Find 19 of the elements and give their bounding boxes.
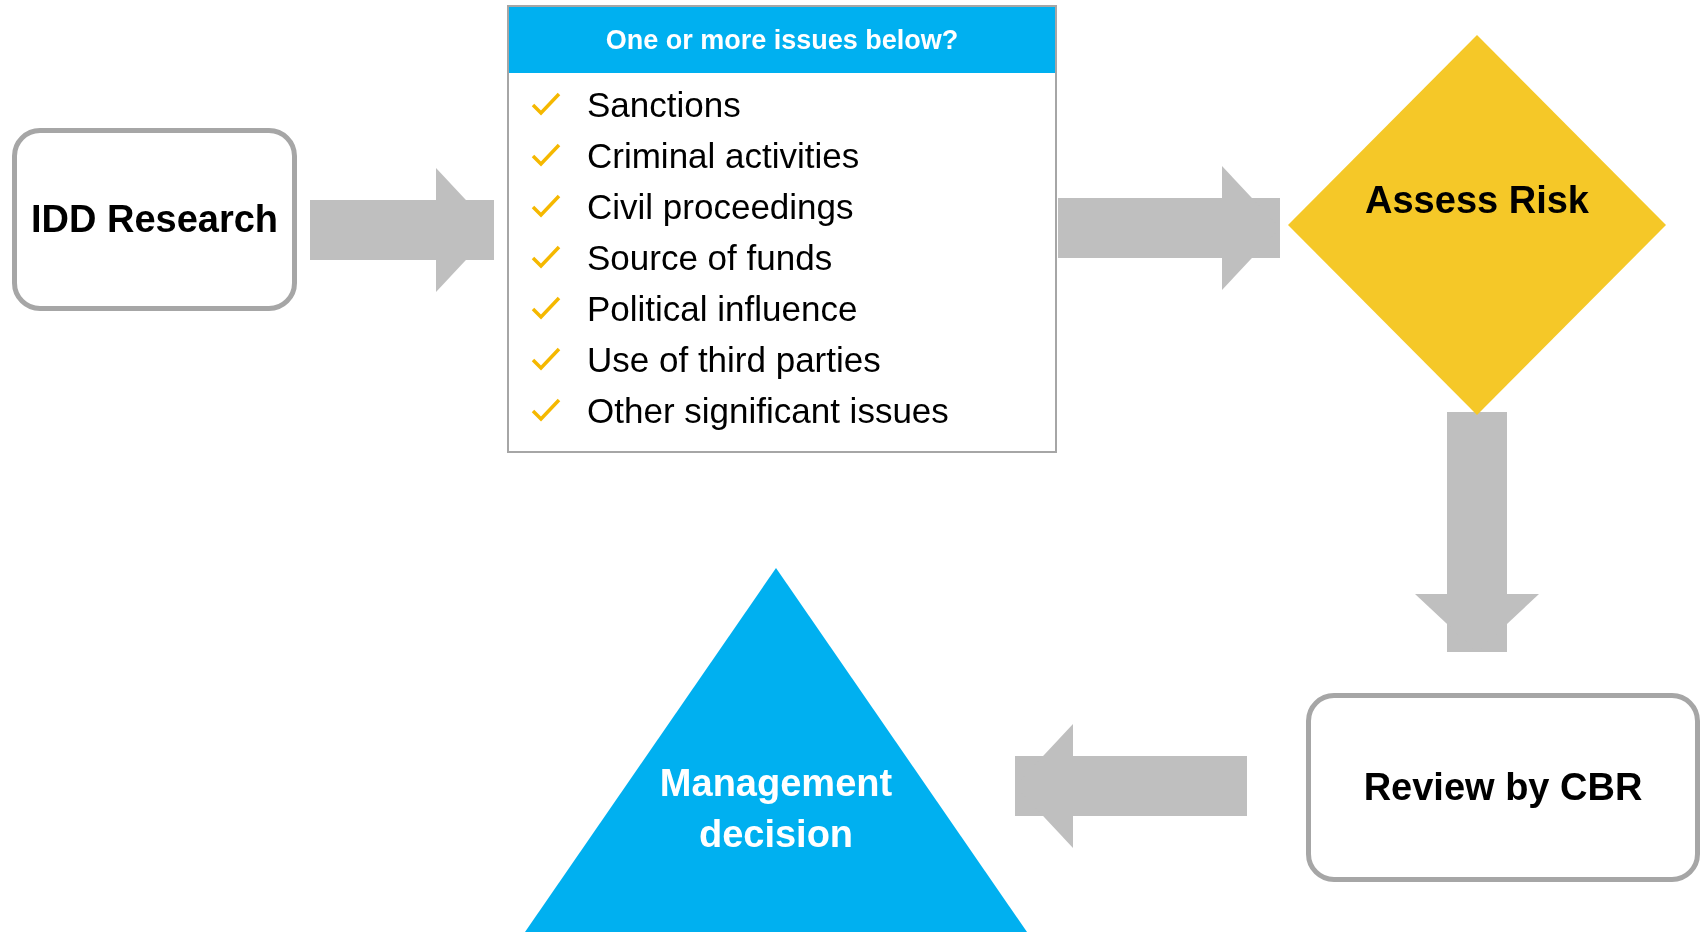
list-item: Source of funds <box>587 237 833 279</box>
list-item: Political influence <box>587 288 858 330</box>
list-heading: One or more issues below? <box>509 7 1055 73</box>
block-arrow <box>310 168 494 292</box>
block-arrow <box>1058 166 1280 290</box>
process-box: IDD Research <box>12 128 297 311</box>
node-label: Assess Risk <box>1364 178 1590 223</box>
block-arrow <box>1415 412 1539 652</box>
list-item: Criminal activities <box>587 135 860 177</box>
checklist-box <box>507 5 1057 453</box>
list-item: Use of third parties <box>587 339 881 381</box>
decision-triangle <box>525 568 1027 932</box>
block-arrow <box>1015 724 1247 848</box>
decision-diamond <box>1288 35 1666 415</box>
process-box: Review by CBR <box>1306 693 1700 882</box>
list-item: Other significant issues <box>587 390 949 432</box>
node-label: Management decision <box>658 761 894 858</box>
list-item: Civil proceedings <box>587 186 854 228</box>
list-item: Sanctions <box>587 84 741 126</box>
